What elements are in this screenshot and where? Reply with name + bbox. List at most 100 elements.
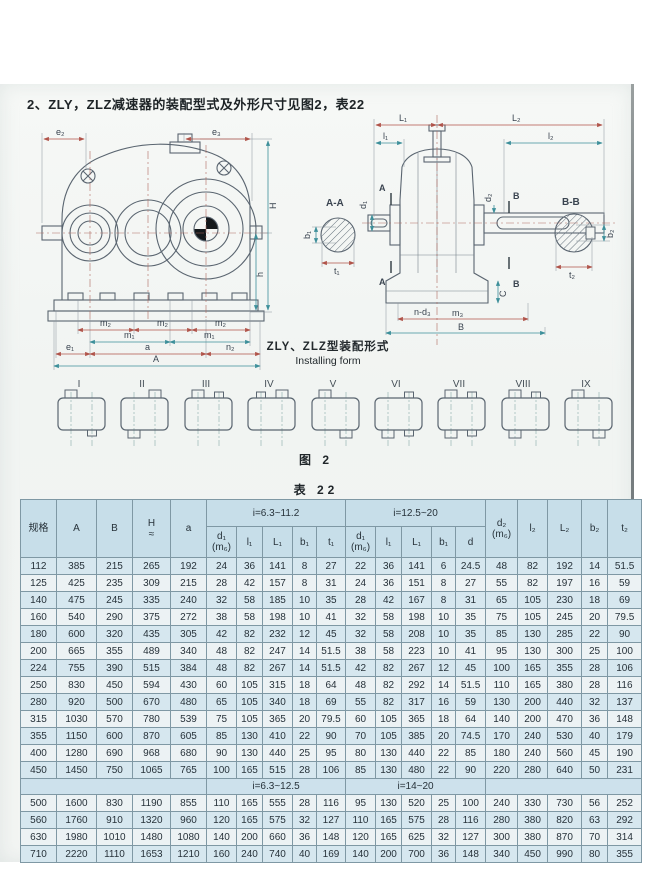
value-cell: 2220 xyxy=(56,845,97,863)
value-cell: 247 xyxy=(262,642,293,660)
value-cell: 41 xyxy=(315,608,347,626)
section-bb: B-B b₂ t₂ xyxy=(554,197,615,280)
svg-text:t₁: t₁ xyxy=(334,266,340,276)
value-cell: 105 xyxy=(375,727,403,745)
value-cell: 305 xyxy=(170,625,207,643)
value-cell: 165 xyxy=(517,676,549,694)
value-cell: 140 xyxy=(345,845,377,863)
spec-cell: 224 xyxy=(20,659,57,677)
installing-form-label-cn: ZLY、ZLZ型装配形式 xyxy=(266,341,390,353)
value-cell: 665 xyxy=(56,642,97,660)
value-cell: 12 xyxy=(292,625,317,643)
side-view-dimensions: e₂ e₃ H h m₂ m₂ m₂ m₁ m₁ e₁ a n₂ A xyxy=(41,127,278,370)
value-cell: 16 xyxy=(581,574,609,592)
value-cell: 198 xyxy=(401,608,433,626)
value-cell: 24 xyxy=(345,574,377,592)
value-cell: 82 xyxy=(236,625,263,643)
value-cell: 58 xyxy=(236,591,263,609)
value-cell: 355 xyxy=(96,642,133,660)
value-cell: 79.5 xyxy=(607,608,643,626)
value-cell: 165 xyxy=(236,794,263,812)
value-cell: 870 xyxy=(132,727,171,745)
spec-cell: 315 xyxy=(20,710,57,728)
svg-text:n-d₃: n-d₃ xyxy=(414,307,431,317)
value-cell: 25 xyxy=(431,794,457,812)
value-cell: 240 xyxy=(517,727,549,745)
value-cell: 230 xyxy=(547,591,583,609)
svg-text:h: h xyxy=(255,272,265,277)
value-cell: 765 xyxy=(170,761,207,779)
svg-text:H: H xyxy=(268,203,278,210)
svg-text:b₁: b₁ xyxy=(302,231,312,239)
value-cell: 82 xyxy=(517,557,549,575)
value-cell: 48 xyxy=(345,676,377,694)
svg-text:b₂: b₂ xyxy=(605,229,615,238)
value-cell: 215 xyxy=(96,557,133,575)
value-cell: 12 xyxy=(431,659,457,677)
svg-text:l₁: l₁ xyxy=(383,131,388,141)
value-cell: 32 xyxy=(206,591,237,609)
value-cell: 85 xyxy=(485,625,519,643)
value-cell: 18 xyxy=(292,676,317,694)
value-cell: 450 xyxy=(517,845,549,863)
value-cell: 755 xyxy=(56,659,97,677)
value-cell: 59 xyxy=(455,693,487,711)
value-cell: 32 xyxy=(581,693,609,711)
value-cell: 27 xyxy=(455,574,487,592)
value-cell: 65 xyxy=(485,591,519,609)
svg-text:m₃: m₃ xyxy=(452,308,463,318)
value-cell: 20 xyxy=(581,608,609,626)
value-cell: 90 xyxy=(455,761,487,779)
value-cell: 380 xyxy=(517,811,549,829)
value-cell: 90 xyxy=(206,744,237,762)
value-cell: 60 xyxy=(345,710,377,728)
value-cell: 200 xyxy=(517,693,549,711)
value-cell: 430 xyxy=(170,676,207,694)
spec-cell: 400 xyxy=(20,744,57,762)
value-cell: 48 xyxy=(485,557,519,575)
value-cell: 830 xyxy=(56,676,97,694)
value-cell: 670 xyxy=(132,693,171,711)
svg-text:L₁: L₁ xyxy=(399,113,407,123)
value-cell: 355 xyxy=(607,845,643,863)
svg-text:C: C xyxy=(498,290,508,297)
value-cell: 45 xyxy=(315,625,347,643)
value-cell: 58 xyxy=(236,608,263,626)
assembly-form-icon: II xyxy=(113,376,171,450)
value-cell: 28 xyxy=(292,794,317,812)
svg-text:B-B: B-B xyxy=(562,197,580,208)
value-cell: 28 xyxy=(206,574,237,592)
value-cell: 6 xyxy=(431,557,457,575)
installing-form-label-en: Installing form xyxy=(295,355,361,367)
assembly-form-icon: VIII xyxy=(494,376,552,450)
value-cell: 16 xyxy=(431,693,457,711)
value-cell: 127 xyxy=(455,828,487,846)
svg-text:m₂: m₂ xyxy=(157,318,168,328)
value-cell: 1080 xyxy=(170,828,207,846)
value-cell: 215 xyxy=(170,574,207,592)
value-cell: 10 xyxy=(292,591,317,609)
assembly-form-icon: I xyxy=(50,376,108,450)
value-cell: 340 xyxy=(170,642,207,660)
col-header: d₂ (m₆) xyxy=(485,499,519,558)
spec-cell: 500 xyxy=(20,794,57,812)
value-cell: 197 xyxy=(547,574,583,592)
assembly-form-numeral: I xyxy=(78,379,81,390)
value-cell: 75 xyxy=(206,710,237,728)
value-cell: 470 xyxy=(547,710,583,728)
value-cell: 22 xyxy=(431,744,457,762)
value-cell: 22 xyxy=(431,761,457,779)
value-cell: 300 xyxy=(485,828,519,846)
svg-text:l₂: l₂ xyxy=(548,131,554,141)
value-cell: 539 xyxy=(170,710,207,728)
value-cell: 292 xyxy=(401,676,433,694)
value-cell: 252 xyxy=(607,794,643,812)
value-cell: 375 xyxy=(132,608,171,626)
ratio-group-header: i=14~20 xyxy=(345,778,487,795)
value-cell: 8 xyxy=(431,591,457,609)
